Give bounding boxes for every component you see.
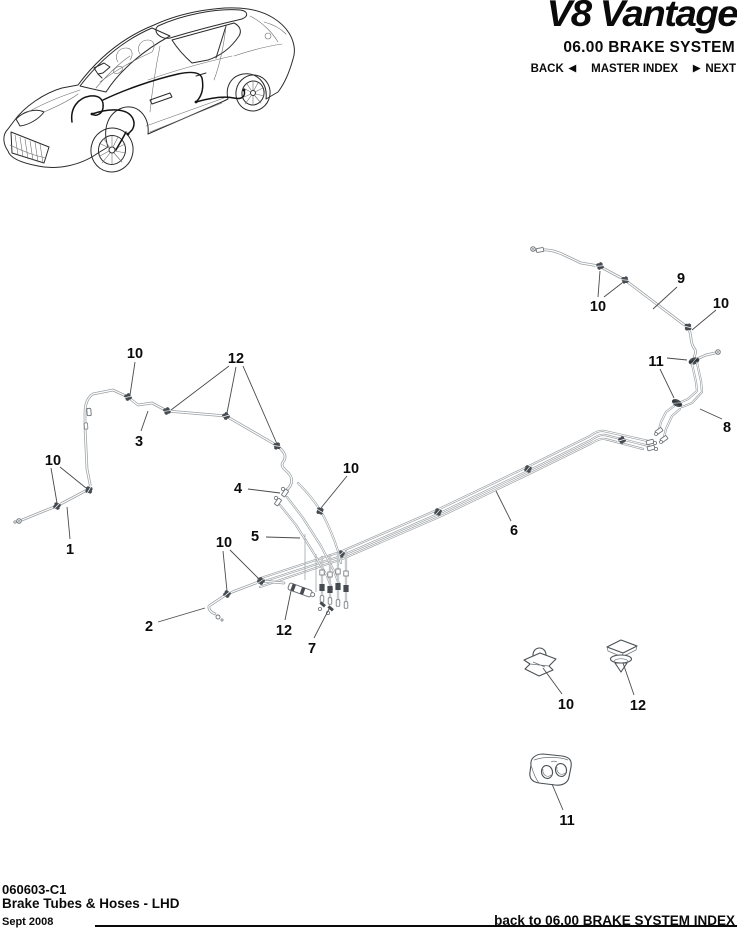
master-index-label: MASTER INDEX: [591, 63, 679, 75]
rear-brake-tube-9: [530, 246, 697, 362]
back-link[interactable]: BACK ◀: [531, 63, 577, 75]
callout-part-8: 8: [723, 420, 731, 436]
callout-part-10-b: 10: [713, 296, 729, 312]
callout-part-4: 4: [234, 481, 242, 497]
callout-part-5: 5: [251, 529, 259, 545]
callout-part-10-a: 10: [590, 299, 606, 315]
callout-part-10-e: 10: [343, 461, 359, 477]
next-label: NEXT: [705, 63, 736, 75]
junction-assembly-7: [317, 549, 349, 616]
tube-mounting-block-icon-11: [529, 753, 572, 786]
rear-wheel: [235, 74, 271, 112]
footer-rule: [95, 924, 737, 927]
master-index-link[interactable]: MASTER INDEX: [591, 63, 678, 75]
callout-part-11-b: 11: [559, 813, 574, 829]
callout-part-2: 2: [145, 619, 153, 635]
callout-part-10-f: 10: [216, 535, 232, 551]
section-title: 06.00 BRAKE SYSTEM: [563, 39, 735, 56]
car-brake-lines: [70, 71, 246, 151]
drawing-number: 060603-C1: [2, 882, 67, 897]
page-title: Brake Tubes & Hoses - LHD: [2, 896, 180, 911]
brake-hose-5: [273, 481, 343, 592]
fir-tree-clip-icon-12: [606, 639, 638, 673]
callout-part-6: 6: [510, 523, 518, 539]
rear-brake-hose-8: [654, 349, 721, 444]
next-arrow-icon: ▶: [693, 63, 701, 75]
back-arrow-icon: ◀: [568, 63, 577, 75]
back-to-index-link[interactable]: back to 06.00 BRAKE SYSTEM INDEX: [494, 913, 735, 928]
tube-connector-12: [287, 582, 316, 598]
leader-lines: [50, 270, 723, 811]
callout-part-12-c: 12: [630, 698, 646, 714]
main-tube-bundle-6: [256, 429, 659, 589]
next-link[interactable]: ▶ NEXT: [693, 63, 736, 75]
car-illustration: [3, 7, 295, 173]
revision-date: Sept 2008: [2, 916, 54, 928]
callout-part-12-a: 12: [228, 351, 244, 367]
callout-part-11-a: 11: [648, 354, 663, 370]
callout-part-10-d: 10: [45, 453, 61, 469]
callout-part-12-b: 12: [276, 623, 292, 639]
front-left-brake-tube-1-3: [13, 388, 293, 524]
callout-part-1: 1: [66, 542, 74, 558]
brake-tube-2: [207, 576, 286, 622]
callout-part-3: 3: [135, 434, 143, 450]
callout-part-10-c: 10: [127, 346, 143, 362]
header-nav: BACK ◀ MASTER INDEX ▶ NEXT: [531, 63, 736, 75]
v8-vantage-logo: V8 Vantage: [546, 0, 737, 34]
callout-labels: 9 10 10 11 8 10 12 3 10 1 4 10 5 10 2 12…: [45, 271, 731, 829]
back-label: BACK: [530, 63, 564, 75]
callout-part-9: 9: [677, 271, 685, 287]
pipe-clip-icon-10: [523, 647, 557, 677]
callout-part-7: 7: [308, 641, 316, 657]
callout-part-10-g: 10: [558, 697, 574, 713]
front-wheel: [90, 127, 134, 173]
